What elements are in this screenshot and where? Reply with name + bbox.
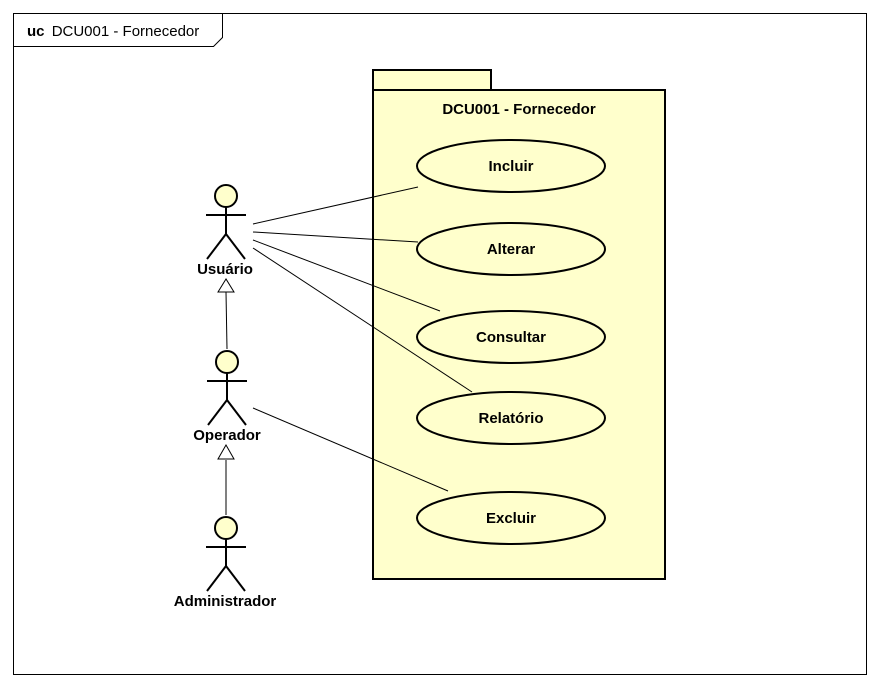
use-case-consultar-shape bbox=[416, 310, 606, 364]
frame-name: DCU001 - Fornecedor bbox=[52, 23, 200, 40]
use-case-incluir-shape bbox=[416, 139, 606, 193]
frame-tab bbox=[13, 13, 223, 47]
use-case-consultar-label: Consultar bbox=[476, 329, 546, 346]
assoc-usuario-consultar bbox=[252, 239, 441, 312]
assoc-usuario-alterar bbox=[252, 231, 419, 243]
actor-operador-leg-right bbox=[226, 399, 247, 426]
actor-operador-head bbox=[215, 350, 239, 374]
actor-administrador-head bbox=[214, 516, 238, 540]
generalization-arrow-operador bbox=[217, 443, 235, 460]
use-case-excluir[interactable]: Excluir bbox=[416, 491, 606, 545]
frame-title: uc DCU001 - Fornecedor bbox=[27, 23, 199, 40]
use-case-relatorio-shape bbox=[416, 391, 606, 445]
package-tab bbox=[372, 69, 492, 91]
actor-operador[interactable] bbox=[207, 350, 247, 426]
generalization-operador-usuario bbox=[225, 291, 228, 350]
use-case-relatorio[interactable]: Relatório bbox=[416, 391, 606, 445]
actor-usuario-label: Usuário bbox=[197, 261, 253, 278]
assoc-operador-excluir bbox=[252, 407, 449, 492]
actor-administrador-leg-right bbox=[225, 565, 246, 592]
use-case-relatorio-label: Relatório bbox=[478, 410, 543, 427]
use-case-incluir-label: Incluir bbox=[488, 158, 533, 175]
actor-usuario-leg-left bbox=[206, 233, 227, 260]
actor-operador-leg-left bbox=[207, 399, 228, 426]
actor-usuario-head bbox=[214, 184, 238, 208]
use-case-alterar-label: Alterar bbox=[487, 241, 536, 258]
actor-administrador-leg-left bbox=[206, 565, 227, 592]
use-case-excluir-shape bbox=[416, 491, 606, 545]
generalization-arrow-usuario bbox=[217, 278, 235, 293]
use-case-consultar[interactable]: Consultar bbox=[416, 310, 606, 364]
actor-operador-label: Operador bbox=[193, 427, 261, 444]
actor-administrador[interactable] bbox=[206, 516, 246, 592]
use-case-excluir-label: Excluir bbox=[486, 510, 536, 527]
actor-administrador-label: Administrador bbox=[174, 593, 277, 610]
assoc-usuario-relatorio bbox=[252, 247, 473, 393]
assoc-usuario-incluir bbox=[252, 186, 419, 225]
frame-keyword: uc bbox=[27, 23, 45, 40]
use-case-incluir[interactable]: Incluir bbox=[416, 139, 606, 193]
actor-usuario[interactable] bbox=[206, 184, 246, 260]
use-case-alterar-shape bbox=[416, 222, 606, 276]
package-title: DCU001 - Fornecedor bbox=[442, 101, 596, 118]
use-case-alterar[interactable]: Alterar bbox=[416, 222, 606, 276]
associations bbox=[225, 186, 473, 515]
actor-usuario-leg-right bbox=[225, 233, 246, 260]
